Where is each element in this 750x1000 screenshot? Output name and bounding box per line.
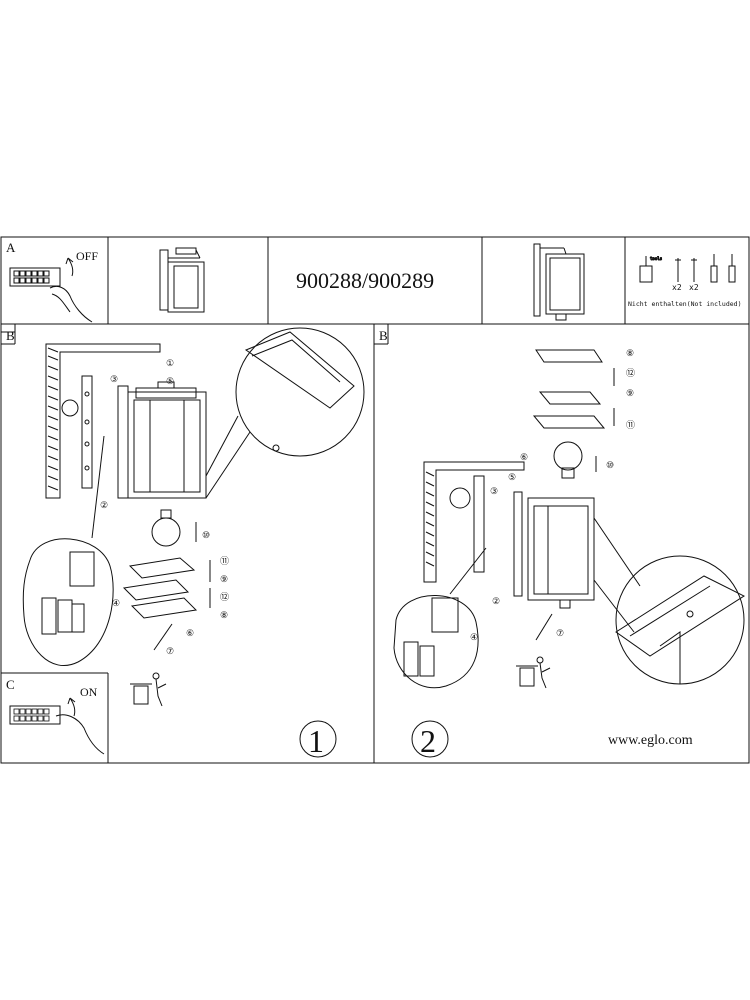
step-marker-right: ⑧ [626,348,634,358]
step-marker-left: ④ [112,598,120,608]
arrow-down-left-right [535,613,553,641]
step-marker-left: ⑩ [202,530,210,540]
sheet-frame [0,236,750,764]
x2-plugs-label: x2 [689,283,699,292]
assembly-instruction-sheet: A B B C OFF 900288/900289 [0,236,750,764]
page-number-circle-1 [299,720,337,758]
bulb-icon [151,509,197,547]
section-b-left-label: B [6,328,15,343]
step-marker-left: ⑤ [166,376,174,386]
bulb-right-icon [553,441,597,479]
website-url[interactable]: www.eglo.com [608,733,693,748]
connector-block-right [393,547,487,689]
step-marker-left: ① [166,358,174,368]
step-marker-right: ② [492,596,500,606]
step-marker-right: ⑦ [556,628,564,638]
step-marker-left: ⑨ [220,574,228,584]
breaker-switch-icon [9,267,61,287]
magnifier-detail-icon [205,327,365,499]
wall-section-left [45,343,161,499]
screwdriver-icon [710,254,736,283]
on-label: ON [80,685,98,699]
tools-icon: tools [639,256,697,283]
wastebin-right-icon [516,656,551,689]
section-a-label: A [6,240,16,255]
step-marker-right: ⑩ [606,460,614,470]
off-label: OFF [76,249,98,263]
step-marker-right: ⑨ [626,388,634,398]
arrow-icon [65,257,74,277]
not-included-label: Nicht enthalten(Not included) [628,300,742,308]
step-marker-left: ⑫ [220,592,229,602]
magnifier-detail-right [593,517,746,685]
drill-bulb-right [449,487,471,509]
step-marker-right: ④ [470,632,478,642]
step-marker-left: ⑦ [166,646,174,656]
step-marker-left: ⑪ [220,556,229,566]
svg-text:tools: tools [650,256,663,261]
breaker-switch-on-icon [9,697,105,755]
lamp-body-right [513,491,595,609]
model-number: 900288/900289 [296,268,434,293]
hand-icon [49,285,93,323]
step-marker-right: ⑫ [626,368,635,378]
step-marker-left: ⑥ [186,628,194,638]
drill-bulb-left [61,399,79,417]
step-marker-left: ② [100,500,108,510]
step-marker-left: ⑧ [220,610,228,620]
wall-section-right [423,461,525,583]
x2-screws-label: x2 [672,283,682,292]
step-marker-right: ⑥ [520,452,528,462]
step-marker-left: ③ [110,374,118,384]
wastebin-icon [130,672,167,707]
page-number-2: 2 [420,723,436,759]
lamp-body-left [117,381,207,499]
lamp-front-icon [159,247,205,313]
page-number-1: 1 [308,723,324,759]
section-b-right-label: B [379,328,388,343]
step-marker-right: ⑤ [508,472,516,482]
wall-bracket-icon [81,375,93,489]
lamp-side-icon [533,243,585,321]
step-marker-right: ⑪ [626,420,635,430]
arrow-down-left [153,623,173,651]
connector-block-icon [22,435,114,666]
page-number-circle-2 [411,720,449,758]
section-c-label: C [6,677,15,692]
step-marker-right: ③ [490,486,498,496]
glass-pane-icon [122,557,211,619]
glass-pane-right [532,349,615,429]
